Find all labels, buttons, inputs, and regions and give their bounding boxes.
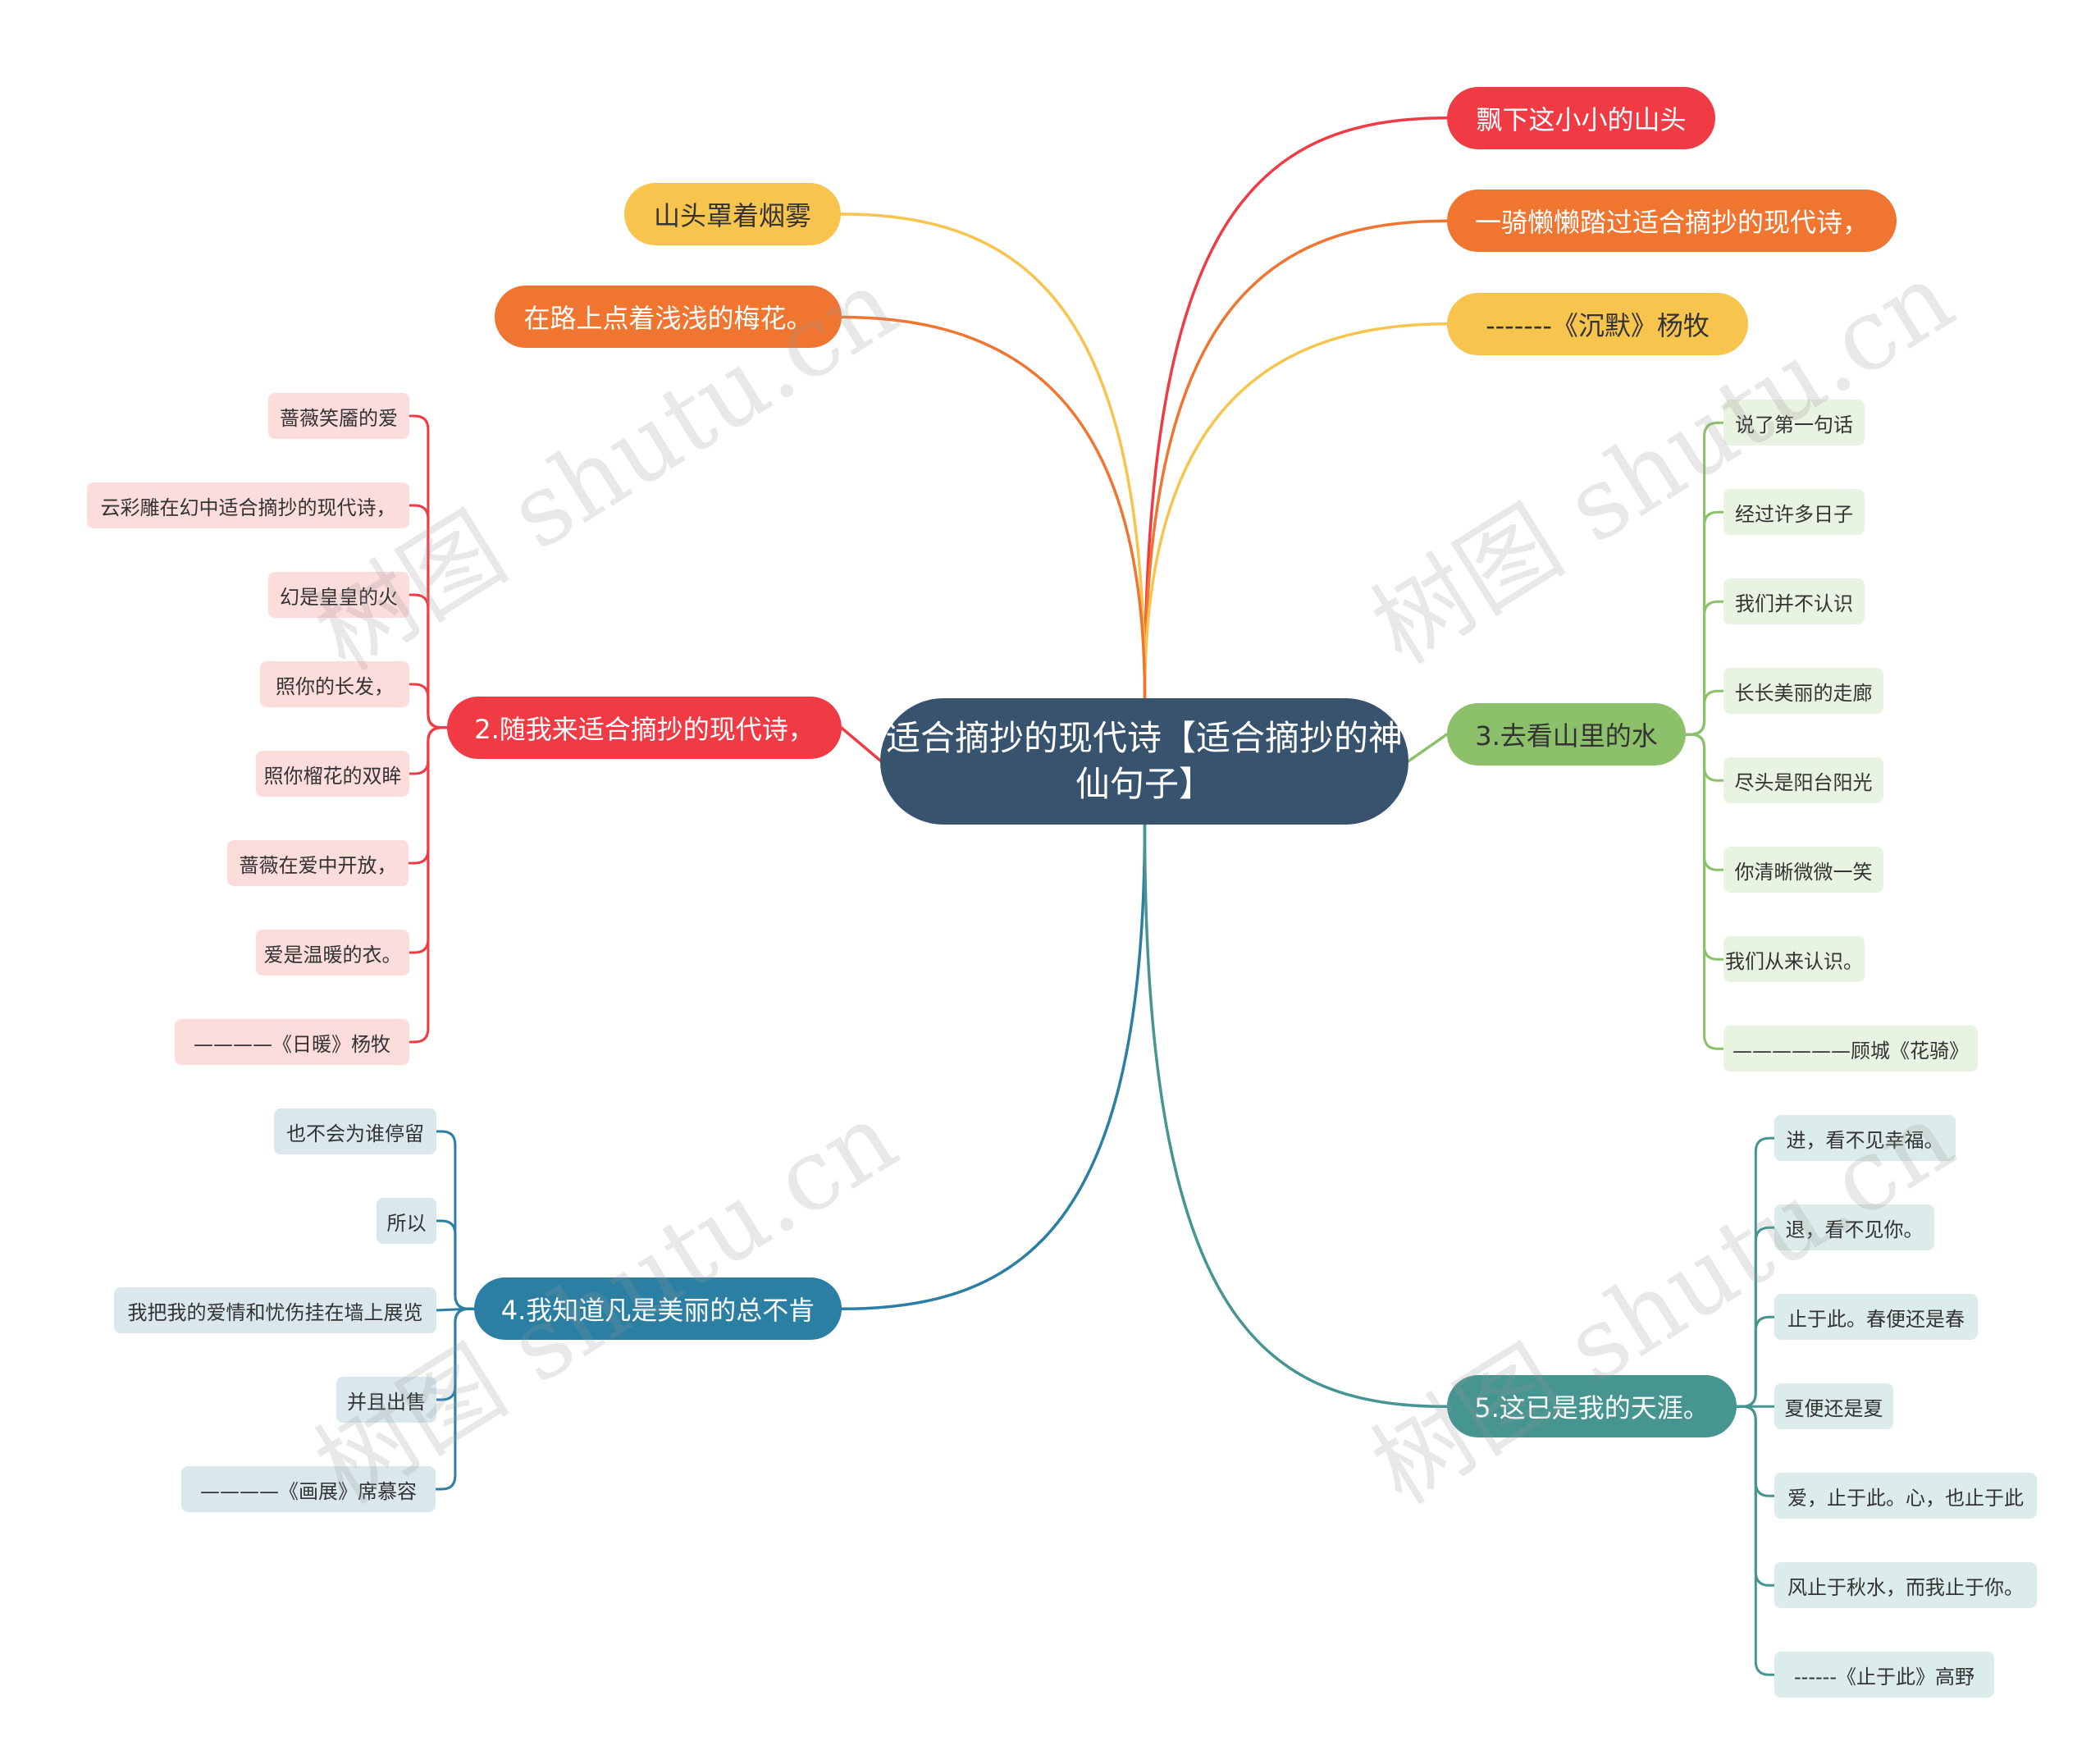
branch-2[interactable]: 2.随我来适合摘抄的现代诗， [447,697,842,759]
branch-4-leaf[interactable]: 所以 [377,1198,436,1244]
branch-3-leaf[interactable]: 尽头是阳台阳光 [1723,757,1883,803]
branch-top-right-3[interactable]: -------《沉默》杨牧 [1447,293,1748,355]
branch-2-leaf[interactable]: 幻是皇皇的火 [268,572,409,618]
branch-5[interactable]: 5.这已是我的天涯。 [1447,1375,1737,1437]
branch-3-leaf[interactable]: 我们并不认识 [1723,578,1865,624]
branch-4-leaf[interactable]: 并且出售 [336,1377,436,1423]
branch-3-leaf[interactable]: 长长美丽的走廊 [1723,668,1883,714]
branch-connector [1143,822,1449,1409]
branch-3-leaf[interactable]: ——————顾城《花骑》 [1723,1026,1978,1072]
branch-5-leaf[interactable]: 爱，止于此。心，也止于此 [1774,1473,2037,1519]
leaf-connector [435,1219,476,1310]
branch-2-leaf[interactable]: 蔷薇笑靥的爱 [268,393,409,439]
branch-3-leaf[interactable]: 你清晰微微一笑 [1723,847,1883,893]
leaf-connector [1684,689,1725,736]
branch-2-leaf[interactable]: 照你的长发， [260,661,409,707]
branch-4-leaf[interactable]: ————《画展》席慕容 [181,1466,436,1512]
branch-connector [1143,219,1449,700]
branch-5-leaf[interactable]: 退，看不见你。 [1774,1204,1934,1250]
branch-2-leaf[interactable]: 云彩雕在幻中适合摘抄的现代诗， [87,482,409,528]
leaf-connector [1735,1315,1776,1408]
branch-top-left-2[interactable]: 在路上点着浅浅的梅花。 [495,286,842,348]
leaf-connector [1735,1405,1776,1676]
branch-3-leaf[interactable]: 我们从来认识。 [1723,936,1865,982]
leaf-connector [1684,733,1725,1050]
branch-connector [1143,322,1449,700]
root-node[interactable]: 适合摘抄的现代诗【适合摘抄的神仙句子】 [880,698,1408,825]
branch-top-left-1[interactable]: 山头罩着烟雾 [624,183,841,245]
leaf-connector [408,683,449,729]
branch-2-leaf[interactable]: 蔷薇在爱中开放， [227,840,409,886]
branch-connector [1407,733,1449,763]
branch-5-leaf[interactable]: 止于此。春便还是春 [1774,1294,1978,1340]
branch-4-leaf[interactable]: 我把我的爱情和忧伤挂在墙上展览 [114,1287,436,1333]
branch-5-leaf[interactable]: 进，看不见幸福。 [1774,1115,1956,1161]
branch-5-leaf[interactable]: 风止于秋水，而我止于你。 [1774,1562,2037,1608]
branch-4-leaf[interactable]: 也不会为谁停留 [274,1108,436,1154]
branch-3[interactable]: 3.去看山里的水 [1447,703,1686,765]
branch-2-leaf[interactable]: 爱是温暖的衣。 [256,930,409,976]
branch-connector [839,213,1147,700]
branch-connector [839,726,883,763]
leaf-connector [435,1307,476,1491]
branch-top-right-1[interactable]: 飘下这小小的山头 [1447,87,1715,149]
branch-connector [839,822,1147,1311]
branch-3-leaf[interactable]: 说了第一句话 [1723,400,1865,446]
branch-4[interactable]: 4.我知道凡是美丽的总不肯 [474,1277,842,1340]
branch-top-right-2[interactable]: 一骑懒懒踏过适合摘抄的现代诗， [1447,190,1897,252]
leaf-connector [408,726,449,1044]
branch-5-leaf[interactable]: ------《止于此》高野 [1774,1652,1994,1698]
branch-5-leaf[interactable]: 夏便还是夏 [1774,1383,1893,1429]
branch-connector [839,315,1147,700]
branch-connector [1143,116,1449,700]
branch-3-leaf[interactable]: 经过许多日子 [1723,489,1865,535]
branch-2-leaf[interactable]: ————《日暖》杨牧 [175,1019,409,1065]
branch-2-leaf[interactable]: 照你榴花的双眸 [256,751,409,797]
